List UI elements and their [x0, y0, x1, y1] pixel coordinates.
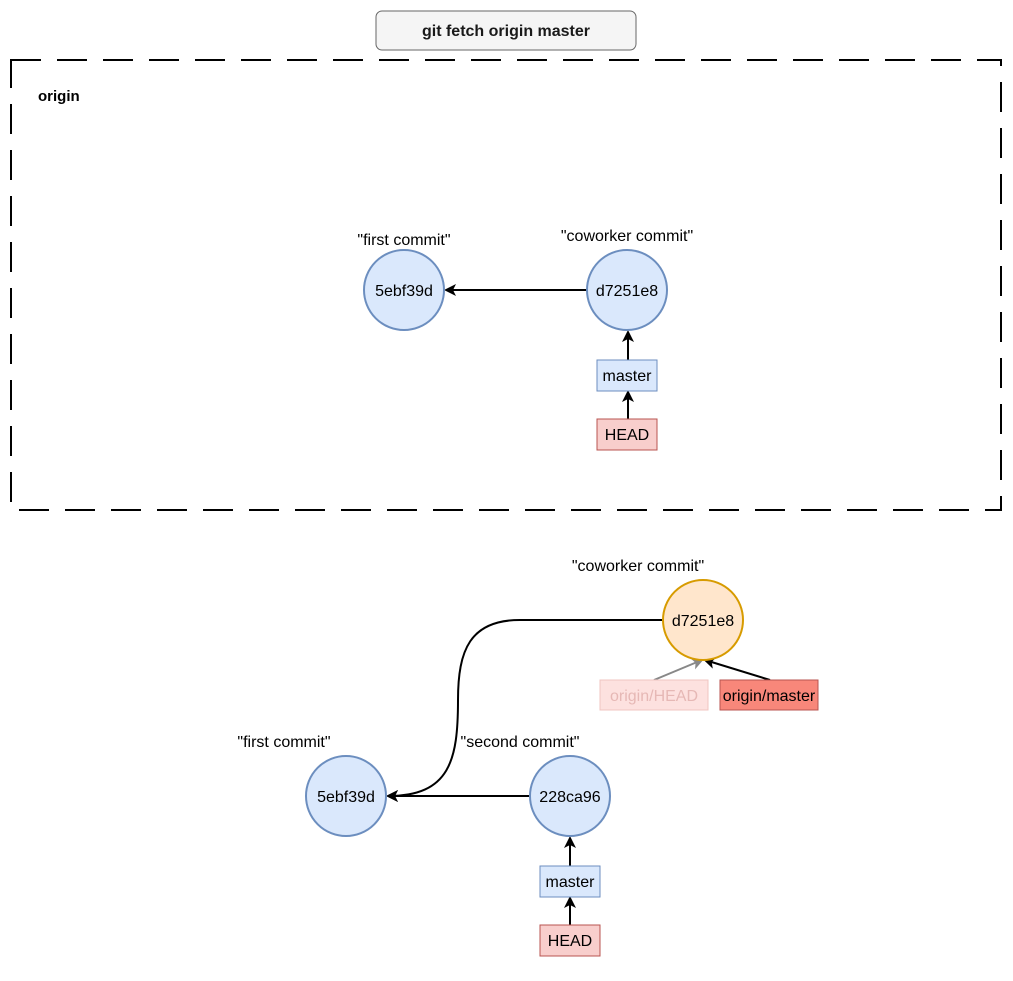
origin-commit-coworker: "coworker commit" d7251e8 — [561, 228, 693, 331]
commit-hash: 5ebf39d — [317, 789, 375, 806]
local-master-ref: master — [539, 865, 601, 898]
local-head-ref: HEAD — [539, 924, 601, 957]
ref-label: HEAD — [605, 427, 649, 444]
command-title: git fetch origin master — [422, 23, 590, 40]
commit-node — [305, 755, 387, 837]
ref-label: master — [603, 368, 653, 385]
origin-master-tracking-pointer — [703, 657, 771, 681]
commit-node — [529, 755, 611, 837]
commit-message: "coworker commit" — [572, 558, 704, 575]
commit-hash: d7251e8 — [672, 613, 734, 630]
commit-hash: 5ebf39d — [375, 283, 433, 300]
origin-head-tracking-ref: origin/HEAD — [599, 679, 709, 711]
ref-label: master — [546, 874, 596, 891]
origin-master-tracking-ref: origin/master — [719, 679, 819, 711]
commit-message: "coworker commit" — [561, 228, 693, 245]
local-commit-first: "first commit" 5ebf39d — [237, 734, 387, 837]
origin-commit-first: "first commit" 5ebf39d — [357, 232, 451, 331]
commit-message: "second commit" — [461, 734, 580, 751]
commit-message: "first commit" — [237, 734, 330, 751]
fetched-parent-edge — [386, 619, 662, 802]
command-title-box: git fetch origin master — [375, 10, 637, 51]
commit-node — [363, 249, 445, 331]
commit-node — [586, 249, 668, 331]
commit-node — [662, 579, 744, 661]
local-commit-fetched: "coworker commit" d7251e8 — [572, 558, 744, 661]
ref-label: origin/HEAD — [610, 688, 698, 705]
commit-hash: 228ca96 — [539, 789, 600, 806]
origin-label: origin — [38, 88, 80, 105]
origin-region: origin — [10, 59, 1002, 511]
origin-head-tracking-pointer — [653, 658, 704, 681]
ref-label: origin/master — [723, 688, 816, 705]
ref-label: HEAD — [548, 933, 592, 950]
origin-master-ref: master — [596, 359, 658, 392]
origin-head-ref: HEAD — [596, 418, 658, 451]
commit-message: "first commit" — [357, 232, 450, 249]
commit-hash: d7251e8 — [596, 283, 658, 300]
local-commit-second: "second commit" 228ca96 — [461, 734, 611, 837]
